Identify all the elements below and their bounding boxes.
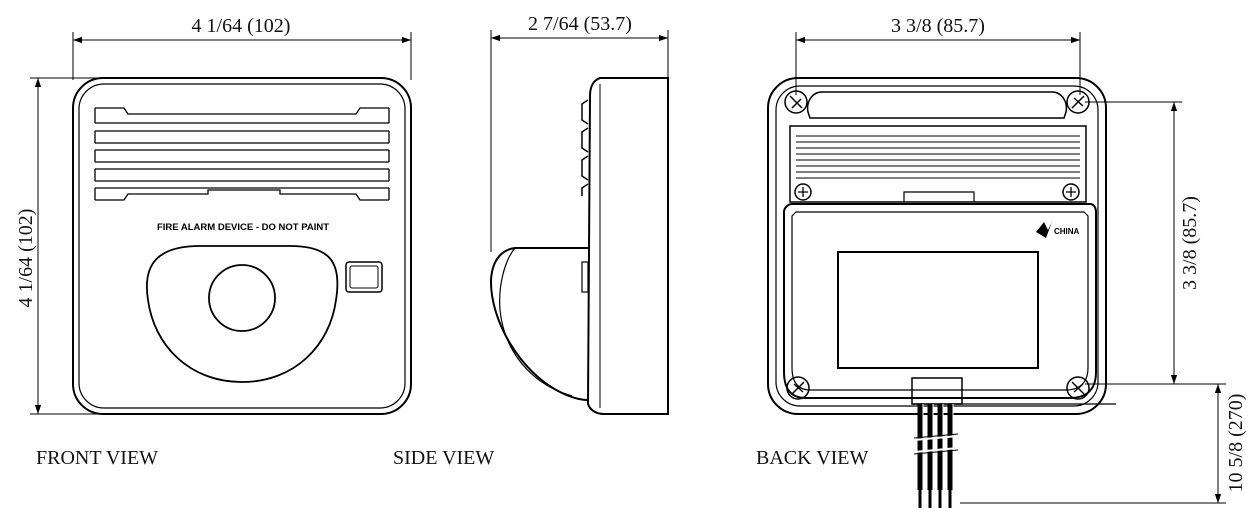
front-view-caption: FRONT VIEW [36, 447, 158, 469]
side-view: 2 7/64 (53.7) SIDE VIEW [393, 13, 669, 469]
back-cover-plate [783, 203, 1097, 399]
back-heatsink-frame [789, 125, 1087, 203]
back-top-rib [806, 91, 1068, 119]
lead-length-dimension: 10 5/8 (270) [960, 383, 1247, 504]
back-label-window [837, 251, 1039, 369]
test-button [345, 261, 383, 293]
warning-label: FIRE ALARM DEVICE - DO NOT PAINT [157, 222, 329, 233]
side-vent-slots [581, 99, 589, 196]
front-width-dimension: 4 1/64 (102) [72, 15, 412, 80]
back-housing-outline [767, 77, 1107, 415]
front-housing-inner [78, 83, 406, 409]
back-view-caption: BACK VIEW [756, 447, 869, 469]
front-speaker-grille [94, 107, 390, 201]
back-height-dimension: 3 3/8 (85.7) [1085, 101, 1201, 385]
lens-housing [146, 245, 339, 383]
side-view-caption: SIDE VIEW [393, 447, 494, 469]
front-width-label: 4 1/64 (102) [192, 15, 291, 37]
test-button-inner [349, 265, 379, 289]
back-view: 3 3/8 (85.7) 3 3/8 (85.7) 10 5/8 (270) [756, 15, 1247, 508]
back-width-dimension: 3 3/8 (85.7) [795, 15, 1081, 95]
screw-left [794, 183, 812, 201]
logo-text: CHINA [1054, 227, 1080, 236]
wire-leads [913, 404, 959, 508]
front-housing-outline [72, 77, 412, 415]
strobe-lens [208, 264, 276, 332]
front-height-dimension: 4 1/64 (102) [15, 77, 100, 415]
mounting-hole-top-left [784, 90, 808, 114]
front-view: 4 1/64 (102) 4 1/64 (102) [15, 15, 412, 469]
mounting-hole-top-right [1066, 90, 1090, 114]
back-width-label: 3 3/8 (85.7) [891, 15, 985, 37]
front-height-label: 4 1/64 (102) [15, 209, 37, 308]
side-depth-dimension: 2 7/64 (53.7) [490, 13, 669, 252]
side-lens-profile [489, 247, 589, 401]
back-heatsink-fins [796, 135, 1080, 179]
lead-length-label: 10 5/8 (270) [1225, 394, 1247, 493]
back-housing-inner [775, 85, 1099, 407]
back-latch [903, 191, 975, 202]
back-height-label: 3 3/8 (85.7) [1179, 196, 1201, 290]
mounting-hole-bottom-left [786, 376, 810, 400]
side-depth-label: 2 7/64 (53.7) [528, 13, 632, 35]
wire-exit-boot [911, 377, 963, 405]
side-housing [586, 77, 669, 415]
side-button-profile [581, 261, 589, 293]
manufacturer-logo: CHINA [1036, 222, 1080, 238]
screw-right [1062, 183, 1080, 201]
